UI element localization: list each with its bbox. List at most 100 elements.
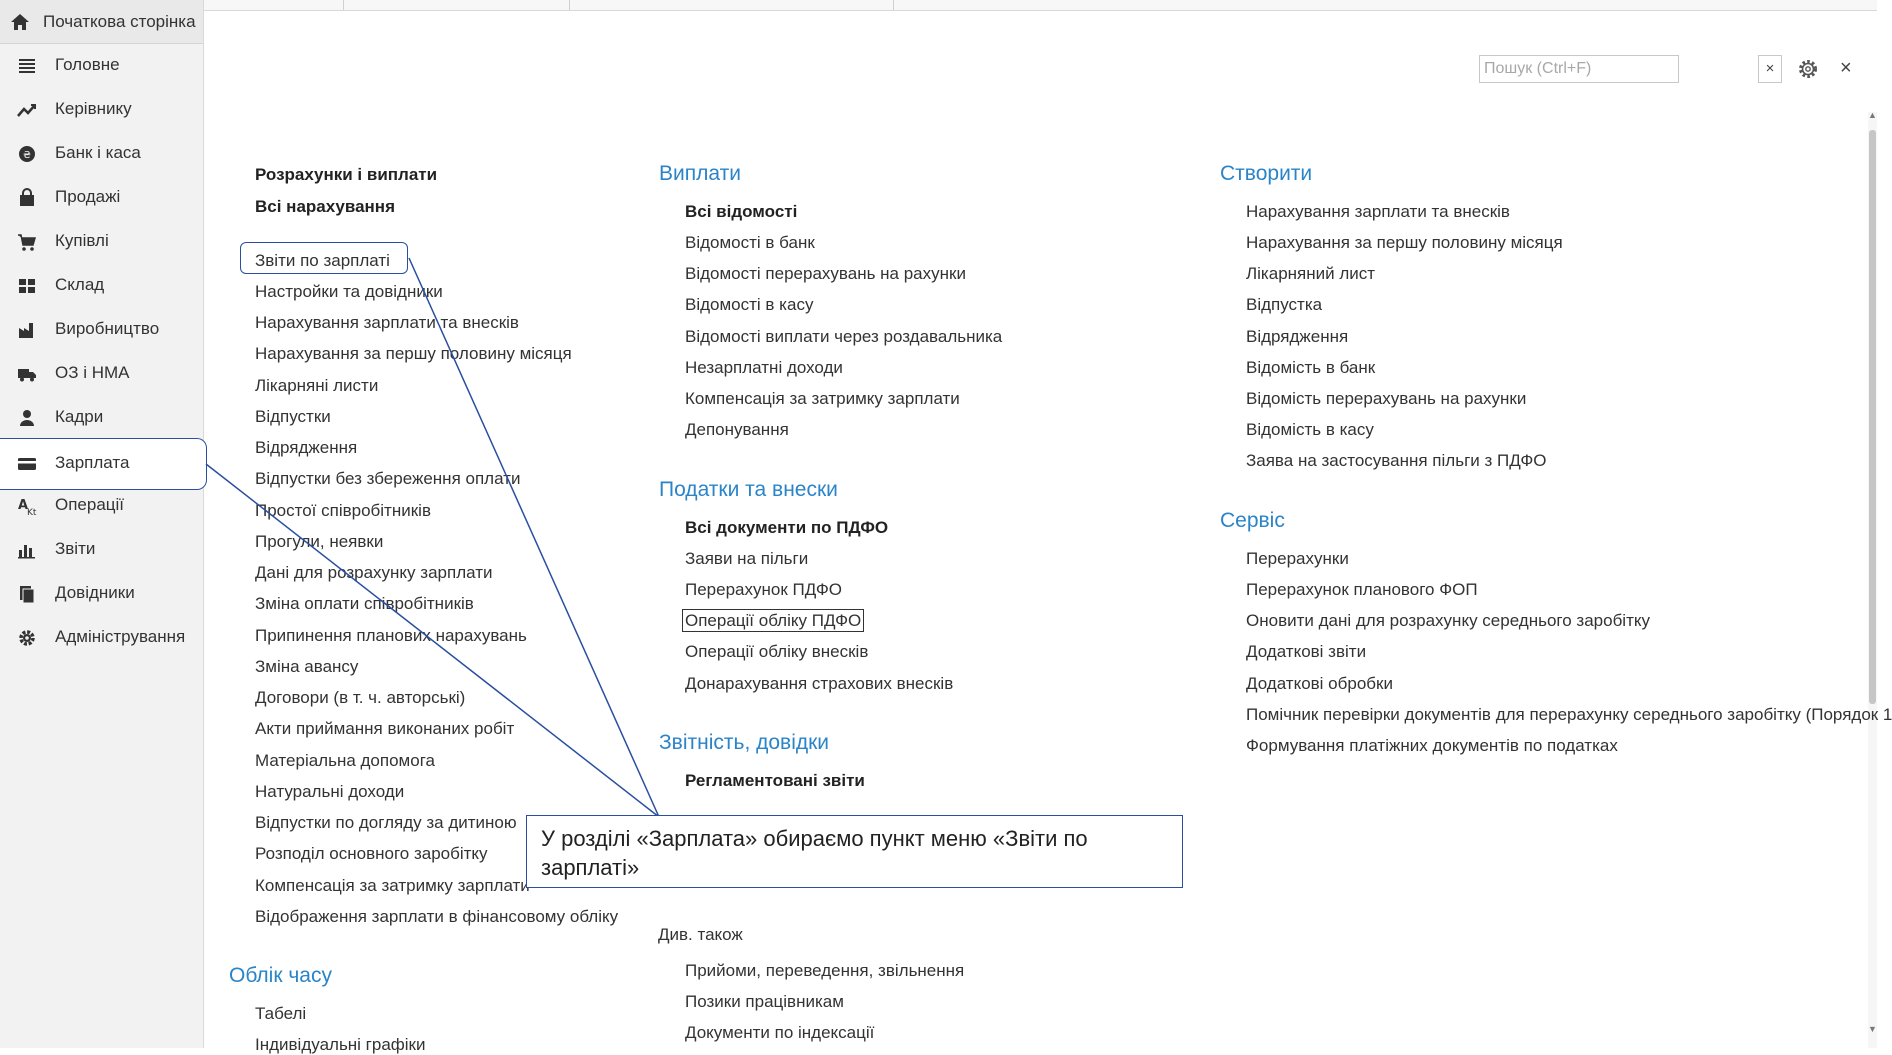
link-hiring-transfers[interactable]: Прийоми, переведення, звільнення [685, 961, 965, 980]
link-all-statements[interactable]: Всі відомості [685, 202, 798, 221]
link-deposits[interactable]: Депонування [685, 420, 789, 439]
link-employee-loans[interactable]: Позики працівникам [685, 992, 844, 1011]
create-business-trip[interactable]: Відрядження [1246, 327, 1349, 346]
link-material-aid[interactable]: Матеріальна допомога [255, 751, 435, 770]
link-recalculations[interactable]: Перерахунки [1246, 549, 1349, 568]
menu-icon [19, 59, 35, 73]
link-downtime[interactable]: Простої співробітників [255, 501, 431, 520]
create-pit-benefit-application[interactable]: Заява на застосування пільги з ПДФО [1246, 451, 1547, 470]
link-pit-recalculation[interactable]: Перерахунок ПДФО [685, 580, 843, 599]
sidebar-item-main[interactable]: Головне [0, 44, 203, 88]
link-tax-payment-docs[interactable]: Формування платіжних документів по подат… [1246, 736, 1618, 755]
warehouse-icon [19, 279, 35, 293]
sidebar-item-manager[interactable]: Керівнику [0, 88, 203, 132]
link-business-trips[interactable]: Відрядження [255, 438, 358, 457]
sidebar-item-label: Головне [55, 55, 120, 74]
link-acceptance-acts[interactable]: Акти приймання виконаних робіт [255, 719, 515, 738]
scrollbar-thumb[interactable] [1869, 130, 1876, 704]
sidebar-item-label: Склад [55, 275, 105, 294]
sidebar-item-label: Продажі [55, 187, 121, 206]
sidebar-item-label: Звіти [55, 539, 96, 558]
link-salary-reports[interactable]: Звіти по зарплаті [255, 251, 390, 270]
link-unpaid-leaves[interactable]: Відпустки без збереження оплати [255, 469, 521, 488]
link-additional-processing[interactable]: Додаткові обробки [1246, 674, 1393, 693]
link-salary-distribution[interactable]: Розподіл основного заробітку [255, 844, 488, 863]
link-additional-reports[interactable]: Додаткові звіти [1246, 642, 1367, 661]
search-input[interactable] [1479, 55, 1679, 83]
link-advance-change[interactable]: Зміна авансу [255, 657, 359, 676]
scroll-down-arrow-icon[interactable]: ▼ [1868, 1024, 1877, 1034]
link-childcare-leaves[interactable]: Відпустки по догляду за дитиною [255, 813, 517, 832]
link-contracts[interactable]: Договори (в т. ч. авторські) [255, 688, 466, 707]
gear-icon [19, 630, 35, 646]
sidebar-item-label: Керівнику [55, 99, 132, 118]
sidebar-item-reports[interactable]: Звіти [0, 528, 203, 572]
create-salary-accrual[interactable]: Нарахування зарплати та внесків [1246, 202, 1510, 221]
link-document-check-assistant[interactable]: Помічник перевірки документів для перера… [1246, 705, 1892, 724]
sidebar-item-bank[interactable]: ₴ Банк і каса [0, 132, 203, 176]
link-sick-leaves[interactable]: Лікарняні листи [255, 376, 379, 395]
link-planned-payroll-recalc[interactable]: Перерахунок планового ФОП [1246, 580, 1478, 599]
link-all-accruals[interactable]: Всі нарахування [255, 197, 395, 216]
link-salary-data[interactable]: Дані для розрахунку зарплати [255, 563, 493, 582]
section-service-title: Сервіс [1220, 509, 1285, 532]
link-absences[interactable]: Прогули, неявки [255, 532, 384, 551]
link-insurance-additional[interactable]: Донарахування страхових внесків [685, 674, 954, 693]
link-update-average-salary[interactable]: Оновити дані для розрахунку середнього з… [1246, 611, 1650, 630]
create-first-half-accrual[interactable]: Нарахування за першу половину місяця [1246, 233, 1563, 252]
link-cash-statements[interactable]: Відомості в касу [685, 295, 814, 314]
link-first-half-accrual[interactable]: Нарахування за першу половину місяця [255, 344, 572, 363]
create-vacation[interactable]: Відпустка [1246, 295, 1323, 314]
link-distributor-statements[interactable]: Відомості виплати через роздавальника [685, 327, 1003, 346]
link-delay-compensation[interactable]: Компенсація за затримку зарплати [255, 876, 530, 895]
settings-gear-icon[interactable] [1797, 58, 1819, 80]
section-reporting-title: Звітність, довідки [659, 731, 830, 754]
sidebar-item-label: Довідники [55, 583, 135, 602]
sidebar-item-label: Адміністрування [55, 627, 186, 646]
sidebar-item-warehouse[interactable]: Склад [0, 264, 203, 308]
link-individual-schedules[interactable]: Індивідуальні графіки [255, 1035, 426, 1054]
link-stop-planned-accruals[interactable]: Припинення планових нарахувань [255, 626, 527, 645]
link-bank-statements[interactable]: Відомості в банк [685, 233, 815, 252]
sidebar-home[interactable]: Початкова сторінка [0, 0, 203, 44]
link-calculations-payments[interactable]: Розрахунки і виплати [255, 165, 438, 184]
create-sick-leave[interactable]: Лікарняний лист [1246, 264, 1376, 283]
link-benefit-applications[interactable]: Заяви на пільги [685, 549, 809, 568]
sidebar-item-salary[interactable]: Зарплата [0, 438, 207, 490]
link-non-salary-income[interactable]: Незарплатні доходи [685, 358, 843, 377]
create-bank-statement[interactable]: Відомість в банк [1246, 358, 1376, 377]
create-cash-statement[interactable]: Відомість в касу [1246, 420, 1374, 439]
link-pit-operations[interactable]: Операції обліку ПДФО [682, 609, 865, 632]
sidebar-item-sales[interactable]: Продажі [0, 176, 203, 220]
sidebar-item-purchases[interactable]: Купівлі [0, 220, 203, 264]
scroll-up-arrow-icon[interactable]: ▲ [1868, 110, 1877, 120]
link-in-kind-income[interactable]: Натуральні доходи [255, 782, 405, 801]
link-contribution-operations[interactable]: Операції обліку внесків [685, 642, 869, 661]
sidebar-item-production[interactable]: Виробництво [0, 308, 203, 352]
sidebar-item-admin[interactable]: Адміністрування [0, 616, 203, 660]
close-button[interactable]: × [1840, 57, 1852, 79]
sidebar-item-catalogs[interactable]: Довідники [0, 572, 203, 616]
link-all-pit-documents[interactable]: Всі документи по ПДФО [685, 518, 889, 537]
section-time-tracking-title: Облік часу [229, 964, 332, 987]
link-settings-catalogs[interactable]: Настройки та довідники [255, 282, 443, 301]
sidebar-item-label: Зарплата [55, 453, 130, 472]
cart-icon [18, 234, 36, 251]
link-transfer-statements[interactable]: Відомості перерахувань на рахунки [685, 264, 966, 283]
section-taxes-title: Податки та внески [659, 478, 838, 501]
search-clear-button[interactable]: × [1758, 55, 1782, 83]
link-delay-compensation-2[interactable]: Компенсація за затримку зарплати [685, 389, 960, 408]
link-regulated-reports[interactable]: Регламентовані звіти [685, 771, 865, 790]
link-pay-change[interactable]: Зміна оплати співробітників [255, 594, 474, 613]
link-salary-accrual[interactable]: Нарахування зарплати та внесків [255, 313, 519, 332]
link-timesheets[interactable]: Табелі [255, 1004, 307, 1023]
link-salary-reflection[interactable]: Відображення зарплати в фінансовому облі… [255, 907, 619, 926]
card-icon [18, 458, 36, 470]
sidebar-item-hr[interactable]: Кадри [0, 396, 203, 440]
link-vacations[interactable]: Відпустки [255, 407, 331, 426]
sidebar-item-label: Купівлі [55, 231, 109, 250]
create-transfer-statement[interactable]: Відомість перерахувань на рахунки [1246, 389, 1527, 408]
link-indexation-docs[interactable]: Документи по індексації [685, 1023, 875, 1042]
sidebar-item-fixed-assets[interactable]: ОЗ і НМА [0, 352, 203, 396]
